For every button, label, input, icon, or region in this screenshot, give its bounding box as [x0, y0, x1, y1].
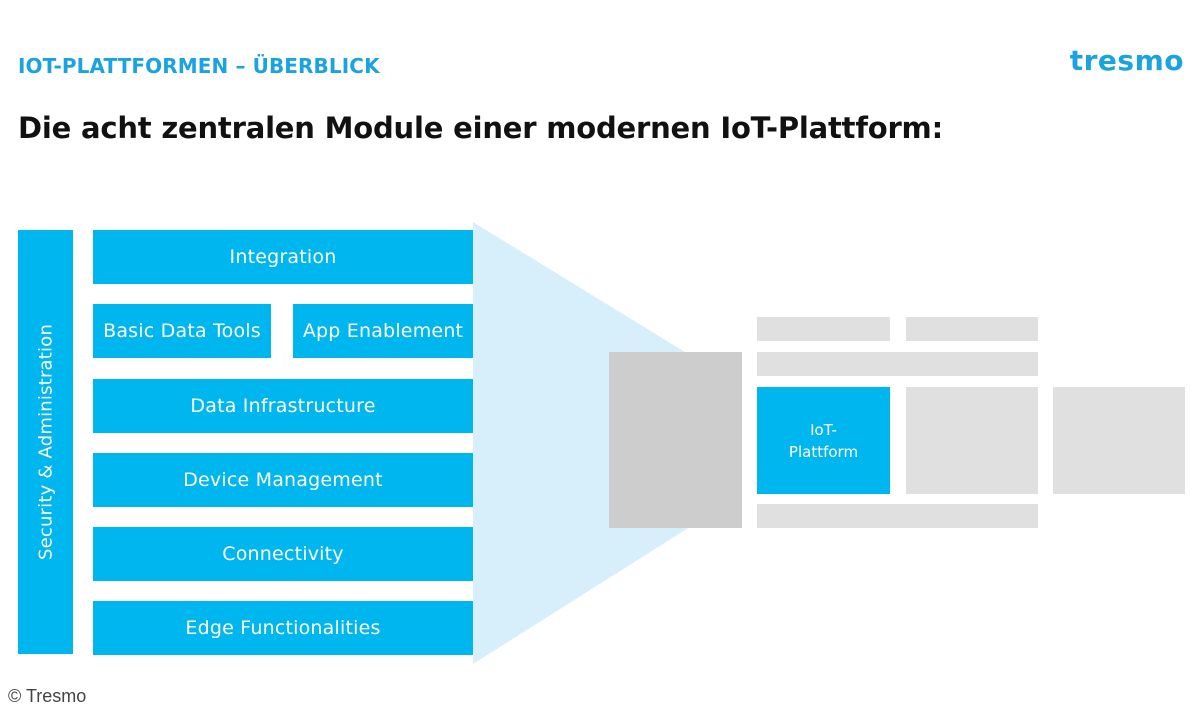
- architecture-block: [906, 317, 1038, 341]
- module-integration: Integration: [93, 230, 473, 284]
- module-data-infrastructure: Data Infrastructure: [93, 379, 473, 433]
- zoom-beam-shape: [473, 222, 742, 664]
- module-basic-data-tools: Basic Data Tools: [93, 304, 271, 358]
- slide-headline: Die acht zentralen Module einer modernen…: [18, 111, 943, 145]
- tresmo-logo: tresmo: [1069, 44, 1184, 77]
- slide-kicker: IOT-PLATTFORMEN – ÜBERBLICK: [18, 54, 380, 78]
- architecture-block: [757, 504, 1038, 528]
- security-administration-bar: [18, 230, 73, 654]
- architecture-block: [757, 352, 1038, 376]
- architecture-block: [906, 387, 1038, 494]
- module-connectivity: Connectivity: [93, 527, 473, 581]
- copyright-notice: © Tresmo: [8, 686, 87, 706]
- architecture-block: [757, 317, 890, 341]
- iot-platform-block: IoT-Plattform: [757, 387, 890, 494]
- module-device-management: Device Management: [93, 453, 473, 507]
- module-app-enablement: App Enablement: [293, 304, 473, 358]
- module-edge-functionalities: Edge Functionalities: [93, 601, 473, 655]
- iot-platform-label: IoT-Plattform: [788, 420, 859, 461]
- security-administration-label: Security & Administration: [35, 323, 57, 561]
- architecture-block: [1053, 387, 1185, 494]
- architecture-block: [609, 352, 742, 528]
